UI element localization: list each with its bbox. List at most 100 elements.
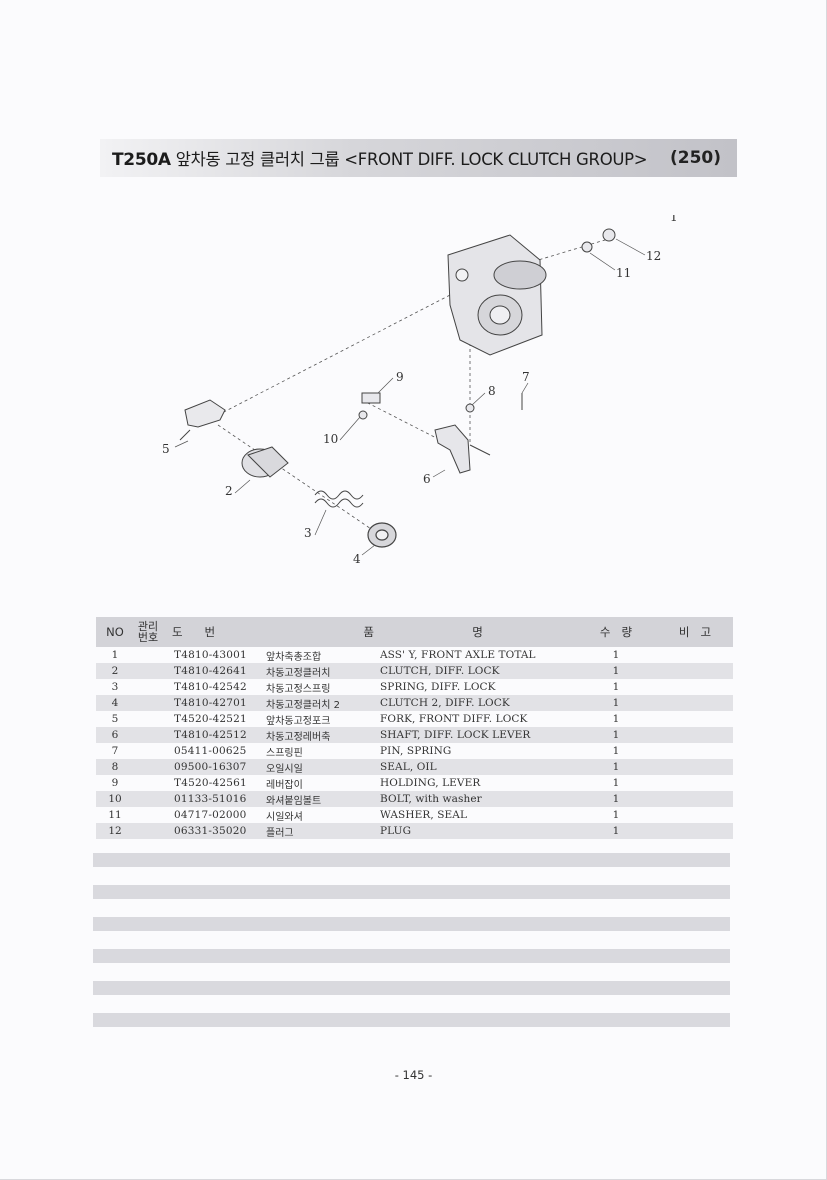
row-remarks	[657, 823, 733, 839]
row-name-en: SPRING, DIFF. LOCK	[380, 681, 496, 693]
row-mgmt	[134, 743, 162, 759]
row-mgmt	[134, 695, 162, 711]
row-qty: 1	[612, 681, 620, 693]
callout-3: 3	[304, 526, 312, 540]
row-name-en: CLUTCH, DIFF. LOCK	[380, 663, 575, 679]
callout-12: 12	[646, 249, 661, 263]
row-name-ko: 레버잡이	[266, 779, 303, 791]
row-no: 12	[96, 823, 134, 839]
row-name-ko: 차동고정레버축	[266, 727, 380, 743]
callout-6: 6	[423, 472, 431, 486]
row-qty: 1	[575, 727, 657, 743]
row-no: 5	[111, 713, 119, 725]
row-mgmt	[134, 807, 162, 823]
row-qty: 1	[612, 713, 620, 725]
row-name-en: SEAL, OIL	[380, 759, 575, 775]
exploded-parts-diagram: 1 2 3 4 5 6 7 8 9 10 11 12	[162, 215, 678, 566]
callout-leaders	[174, 238, 646, 556]
callout-2: 2	[225, 484, 233, 498]
header-name-right: 명	[380, 617, 575, 647]
lever-shaft-part	[434, 424, 491, 474]
callout-9: 9	[396, 370, 404, 384]
row-mgmt	[134, 679, 162, 695]
row-no: 2	[96, 663, 134, 679]
callout-1: 1	[670, 215, 678, 224]
row-drawing-no: T4810-42701	[162, 695, 266, 711]
fork-part	[179, 399, 226, 441]
row-drawing-no: T4520-42521	[174, 713, 247, 725]
spring-part	[314, 490, 364, 508]
row-no: 6	[96, 727, 134, 743]
row-remarks	[657, 807, 733, 823]
callout-7: 7	[522, 370, 530, 384]
row-name-ko: 차동고정스프링	[266, 683, 331, 695]
row-remarks	[657, 647, 733, 663]
row-mgmt	[134, 759, 162, 775]
row-name-en: PIN, SPRING	[380, 745, 452, 757]
row-name-en: BOLT, with washer	[380, 791, 575, 807]
row-remarks	[657, 791, 733, 807]
row-mgmt	[134, 727, 162, 743]
row-remarks	[657, 711, 733, 727]
header-no: NO	[96, 617, 134, 647]
row-qty: 1	[575, 791, 657, 807]
callout-5: 5	[162, 442, 170, 456]
row-qty: 1	[575, 823, 657, 839]
section-code: T250A	[112, 150, 171, 170]
table-header-row: NO 관리 번호 도 번 품 명 수 량 비 고	[96, 617, 733, 647]
empty-row-band	[93, 949, 730, 963]
row-mgmt	[134, 775, 162, 791]
row-qty: 1	[612, 649, 620, 661]
row-no: 7	[111, 745, 119, 757]
row-qty: 1	[575, 663, 657, 679]
row-remarks	[657, 759, 733, 775]
row-remarks	[657, 775, 733, 791]
row-remarks	[657, 663, 733, 679]
clutch-part	[241, 446, 289, 478]
row-qty: 1	[575, 695, 657, 711]
row-drawing-no: T4810-42542	[174, 681, 247, 693]
row-no: 11	[108, 809, 122, 821]
row-name-en: PLUG	[380, 823, 575, 839]
row-name-en: CLUTCH 2, DIFF. LOCK	[380, 695, 575, 711]
row-name-ko: 앞차축총조합	[266, 651, 322, 663]
row-name-en: WASHER, SEAL	[380, 809, 468, 821]
empty-row-band	[93, 885, 730, 899]
row-mgmt	[134, 711, 162, 727]
row-remarks	[657, 679, 733, 695]
callout-4: 4	[353, 552, 361, 566]
row-mgmt	[134, 647, 162, 663]
empty-row-band	[93, 917, 730, 931]
row-name-en: FORK, FRONT DIFF. LOCK	[380, 713, 528, 725]
row-no: 9	[111, 777, 119, 789]
row-name-en: SHAFT, DIFF. LOCK LEVER	[380, 727, 575, 743]
callout-10: 10	[323, 432, 338, 446]
row-name-ko: 와셔붙임볼트	[266, 791, 380, 807]
row-no: 8	[96, 759, 134, 775]
row-name-ko: 차동고정클러치	[266, 663, 380, 679]
centerlines	[217, 239, 606, 536]
header-drawing-no: 도 번	[162, 617, 266, 647]
row-qty: 1	[612, 745, 620, 757]
row-qty: 1	[575, 759, 657, 775]
row-name-ko: 차동고정클러치 2	[266, 695, 380, 711]
header-name-left: 품	[266, 617, 380, 647]
row-no: 1	[111, 649, 119, 661]
row-drawing-no: 05411-00625	[174, 745, 247, 757]
section-title: T250A 앞차동 고정 클러치 그룹 <FRONT DIFF. LOCK CL…	[112, 146, 648, 170]
row-qty: 1	[612, 777, 620, 789]
